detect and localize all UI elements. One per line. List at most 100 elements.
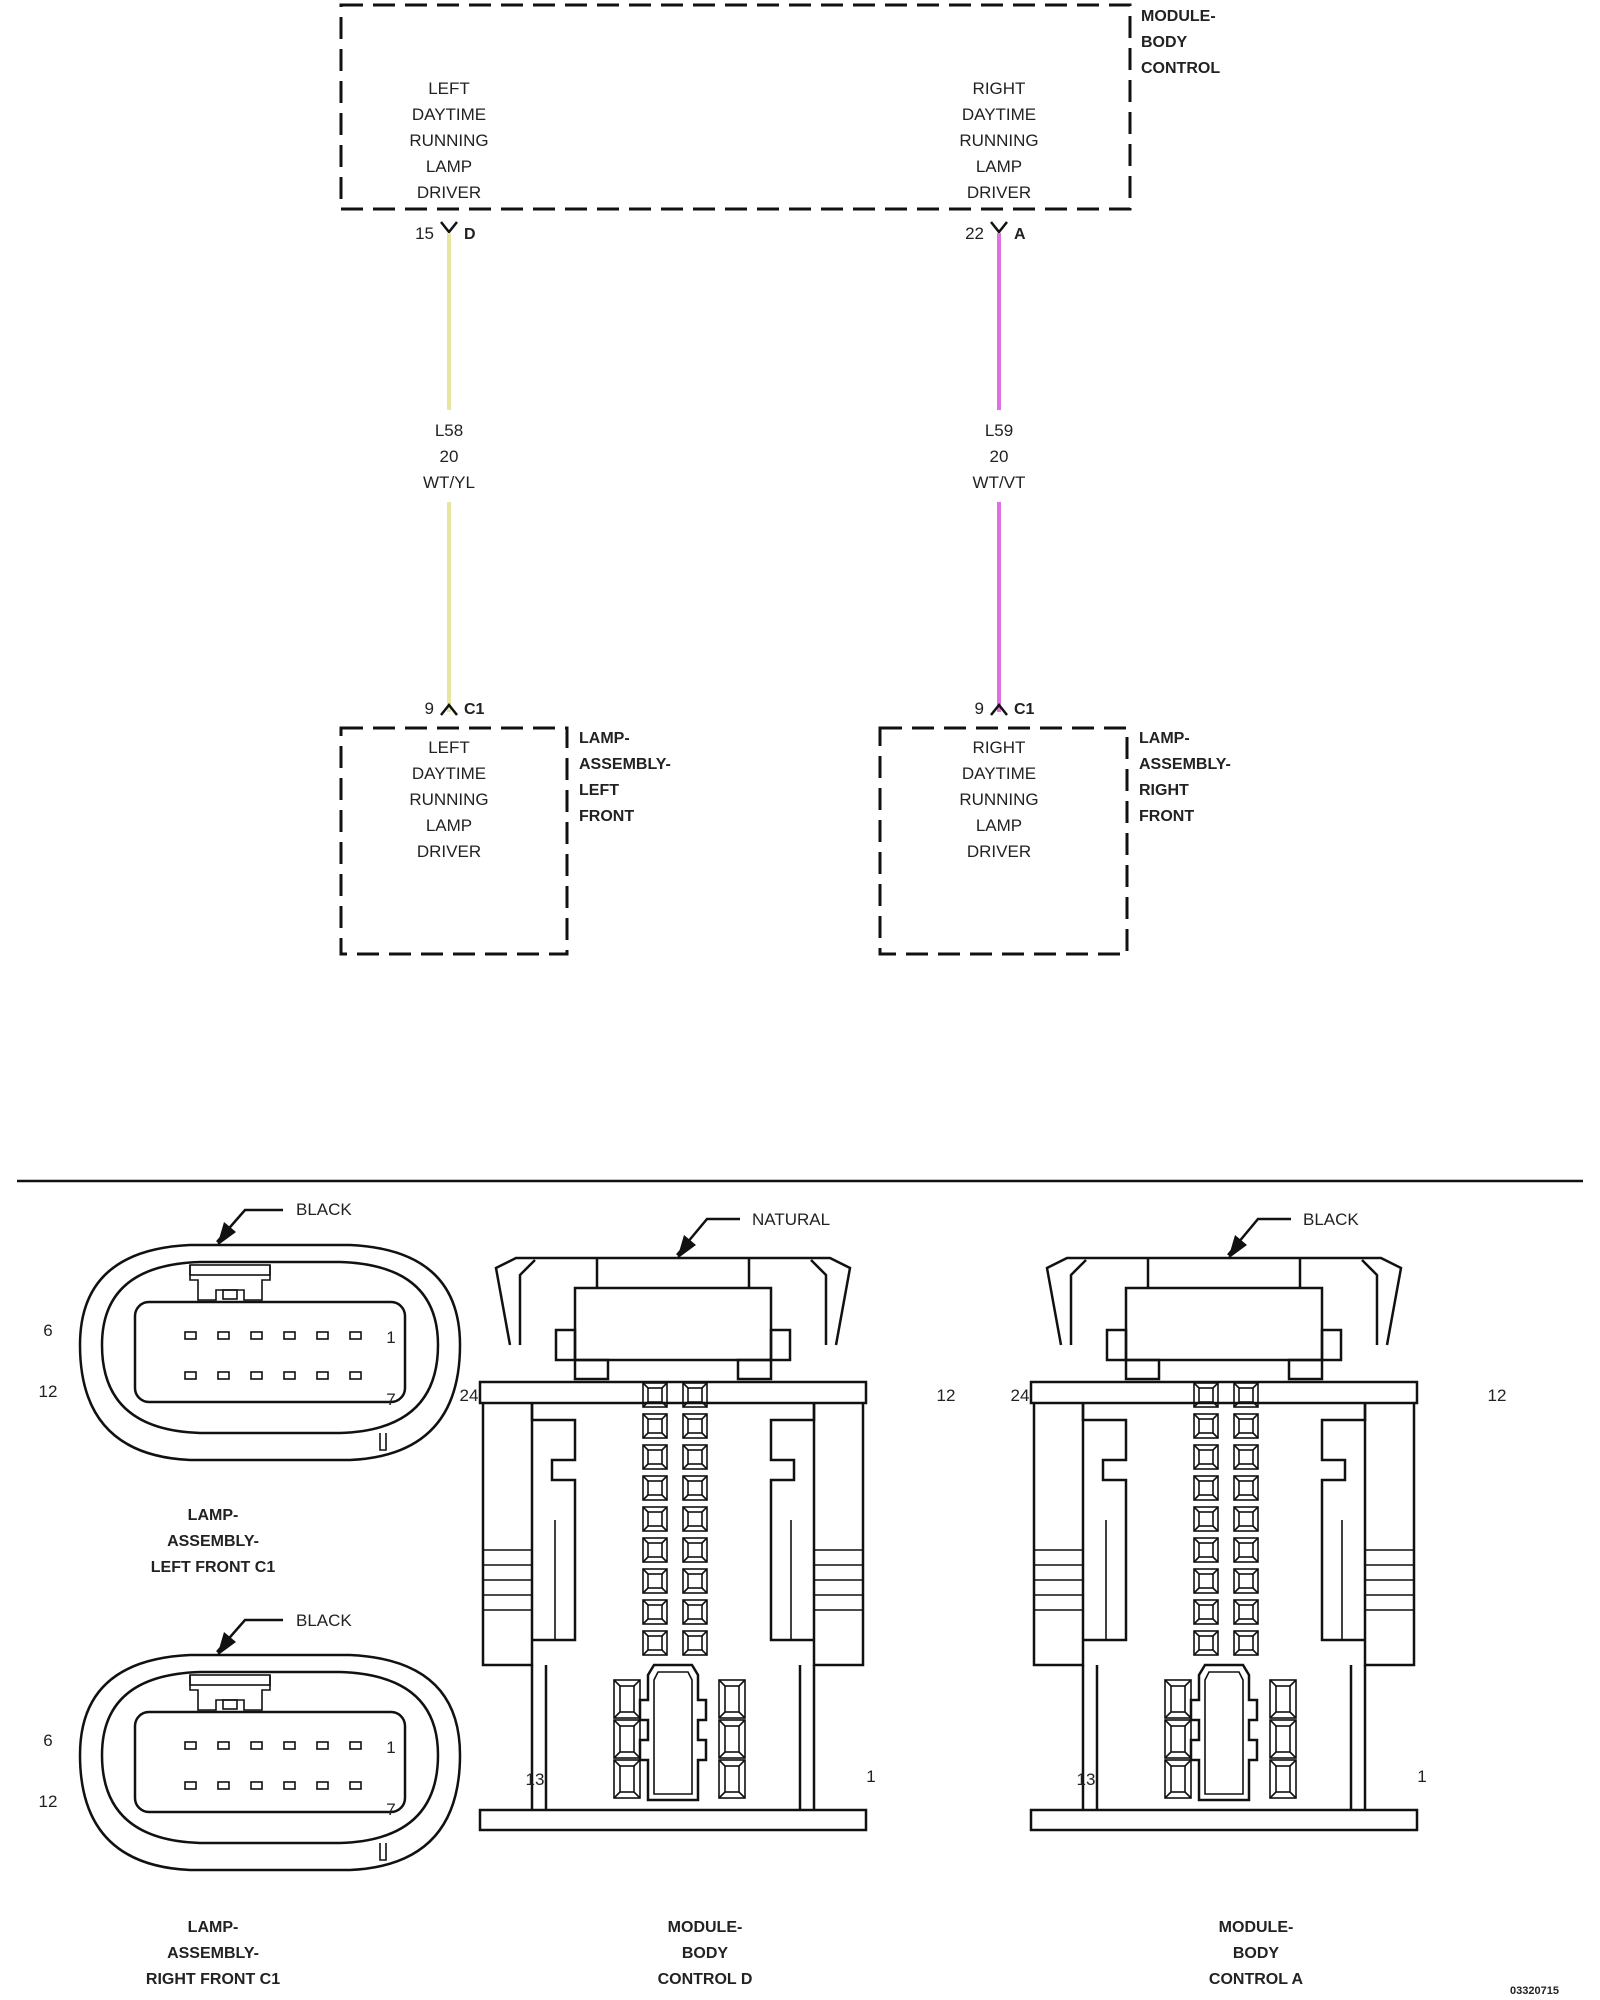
bcm-pin-left: 15 D — [415, 221, 476, 243]
title-line: LAMP- — [579, 730, 630, 747]
lamp-left-pin: 9 C1 — [425, 699, 485, 718]
pin-label: 6 — [43, 1731, 52, 1750]
lamp-right-outline — [878, 726, 1129, 956]
terminal-symbol — [440, 702, 458, 716]
wire-l59: L59 20 WT/VT — [973, 233, 1026, 712]
lamp-right-title: LAMP- ASSEMBLY- RIGHT FRONT — [1139, 730, 1231, 825]
pin-label: 12 — [1488, 1386, 1507, 1405]
lamp-assembly-left-front: LAMP- ASSEMBLY- LEFT FRONT LEFT DAYTIME … — [339, 726, 671, 956]
caption-line: RIGHT FRONT C1 — [146, 1971, 280, 1988]
lamp-left-function: LEFT DAYTIME RUNNING LAMP DRIVER — [409, 738, 488, 861]
function-line: LAMP — [976, 157, 1022, 176]
connector-id: D — [464, 226, 476, 243]
wire-circuit: L58 — [435, 421, 463, 440]
title-line: FRONT — [579, 808, 634, 825]
title-line: BODY — [1141, 34, 1188, 51]
caption-line: CONTROL A — [1209, 1971, 1304, 1988]
terminal-symbol — [990, 221, 1008, 235]
pin-number: 22 — [965, 224, 984, 243]
pin-number: 15 — [415, 224, 434, 243]
caption-line: ASSEMBLY- — [167, 1533, 259, 1550]
function-line: DRIVER — [967, 183, 1031, 202]
function-line: DRIVER — [417, 842, 481, 861]
pin-label: 7 — [386, 1390, 395, 1409]
title-line: ASSEMBLY- — [579, 756, 671, 773]
pin-label: 12 — [937, 1386, 956, 1405]
lamp-assembly-right-front: LAMP- ASSEMBLY- RIGHT FRONT RIGHT DAYTIM… — [878, 726, 1231, 956]
lamp-left-outline — [339, 726, 569, 956]
title-line: ASSEMBLY- — [1139, 756, 1231, 773]
title-line: RIGHT — [1139, 782, 1189, 799]
function-line: RIGHT — [973, 738, 1026, 757]
connector-caption: MODULE- BODY CONTROL D — [658, 1919, 753, 1988]
function-line: DRIVER — [967, 842, 1031, 861]
connector-id: A — [1014, 226, 1026, 243]
caption-line: LAMP- — [188, 1919, 239, 1936]
function-line: DAYTIME — [962, 105, 1036, 124]
function-line: RUNNING — [959, 131, 1038, 150]
function-line: LAMP — [426, 157, 472, 176]
pin-label: 12 — [39, 1382, 58, 1401]
connector-body — [78, 1243, 462, 1462]
housing-color: NATURAL — [752, 1210, 830, 1229]
callout-arrow-icon — [677, 1235, 696, 1259]
pin-label: 24 — [1011, 1386, 1030, 1405]
function-line: LEFT — [428, 79, 470, 98]
connector-id: C1 — [1014, 701, 1035, 718]
caption-line: MODULE- — [1219, 1919, 1294, 1936]
function-line: DAYTIME — [412, 764, 486, 783]
terminal-symbol — [990, 702, 1008, 716]
function-line: RIGHT — [973, 79, 1026, 98]
function-line: RUNNING — [409, 131, 488, 150]
title-line: FRONT — [1139, 808, 1194, 825]
connector-body — [1031, 1258, 1417, 1830]
lamp-right-function: RIGHT DAYTIME RUNNING LAMP DRIVER — [959, 738, 1038, 861]
wire-l58: L58 20 WT/YL — [423, 233, 475, 712]
pin-number: 9 — [425, 699, 434, 718]
lamp-left-title: LAMP- ASSEMBLY- LEFT FRONT — [579, 730, 671, 825]
terminal-symbol — [440, 221, 458, 235]
wire-gauge: 20 — [990, 447, 1009, 466]
function-line: LEFT — [428, 738, 470, 757]
connector-caption: LAMP- ASSEMBLY- LEFT FRONT C1 — [151, 1507, 276, 1576]
housing-color: BLACK — [296, 1200, 352, 1219]
connector-view-module-body-control-d: NATURAL 24 12 13 1 MODULE- BODY CONTROL … — [460, 1210, 956, 1988]
caption-line: LEFT FRONT C1 — [151, 1559, 276, 1576]
caption-line: ASSEMBLY- — [167, 1945, 259, 1962]
connector-id: C1 — [464, 701, 485, 718]
pin-label: 13 — [1077, 1770, 1096, 1789]
caption-line: BODY — [682, 1945, 729, 1962]
wire-color: WT/VT — [973, 473, 1026, 492]
caption-line: CONTROL D — [658, 1971, 753, 1988]
pin-label: 1 — [866, 1767, 875, 1786]
connector-caption: MODULE- BODY CONTROL A — [1209, 1919, 1304, 1988]
callout-arrow-icon — [217, 1632, 236, 1656]
function-line: LAMP — [426, 816, 472, 835]
connector-view-lamp-left-front-c1: BLACK 6 1 12 7 LAMP- ASSEMBLY- LEFT FRON… — [39, 1200, 462, 1576]
caption-line: LAMP- — [188, 1507, 239, 1524]
caption-line: BODY — [1233, 1945, 1280, 1962]
pin-label: 13 — [526, 1770, 545, 1789]
function-line: RUNNING — [959, 790, 1038, 809]
connector-view-lamp-right-front-c1: BLACK 6 1 12 7 LAMP- ASSEMBLY- RIGHT FRO… — [39, 1611, 462, 1988]
callout-arrow-icon — [217, 1222, 236, 1246]
callout-arrow-icon — [1228, 1235, 1247, 1259]
title-line: LAMP- — [1139, 730, 1190, 747]
bcm-pin-right: 22 A — [965, 221, 1026, 243]
housing-color: BLACK — [296, 1611, 352, 1630]
connector-caption: LAMP- ASSEMBLY- RIGHT FRONT C1 — [146, 1919, 280, 1988]
lamp-right-pin: 9 C1 — [975, 699, 1035, 718]
caption-line: MODULE- — [668, 1919, 743, 1936]
title-line: LEFT — [579, 782, 619, 799]
function-line: DAYTIME — [412, 105, 486, 124]
function-line: RUNNING — [409, 790, 488, 809]
bcm-left-function: LEFT DAYTIME RUNNING LAMP DRIVER — [409, 79, 488, 202]
pin-label: 12 — [39, 1792, 58, 1811]
connector-body — [480, 1258, 866, 1830]
housing-color: BLACK — [1303, 1210, 1359, 1229]
connector-view-module-body-control-a: BLACK 24 12 13 1 MODULE- BODY CONTROL A — [1011, 1210, 1507, 1988]
pin-label: 24 — [460, 1386, 479, 1405]
pin-number: 9 — [975, 699, 984, 718]
function-line: DAYTIME — [962, 764, 1036, 783]
